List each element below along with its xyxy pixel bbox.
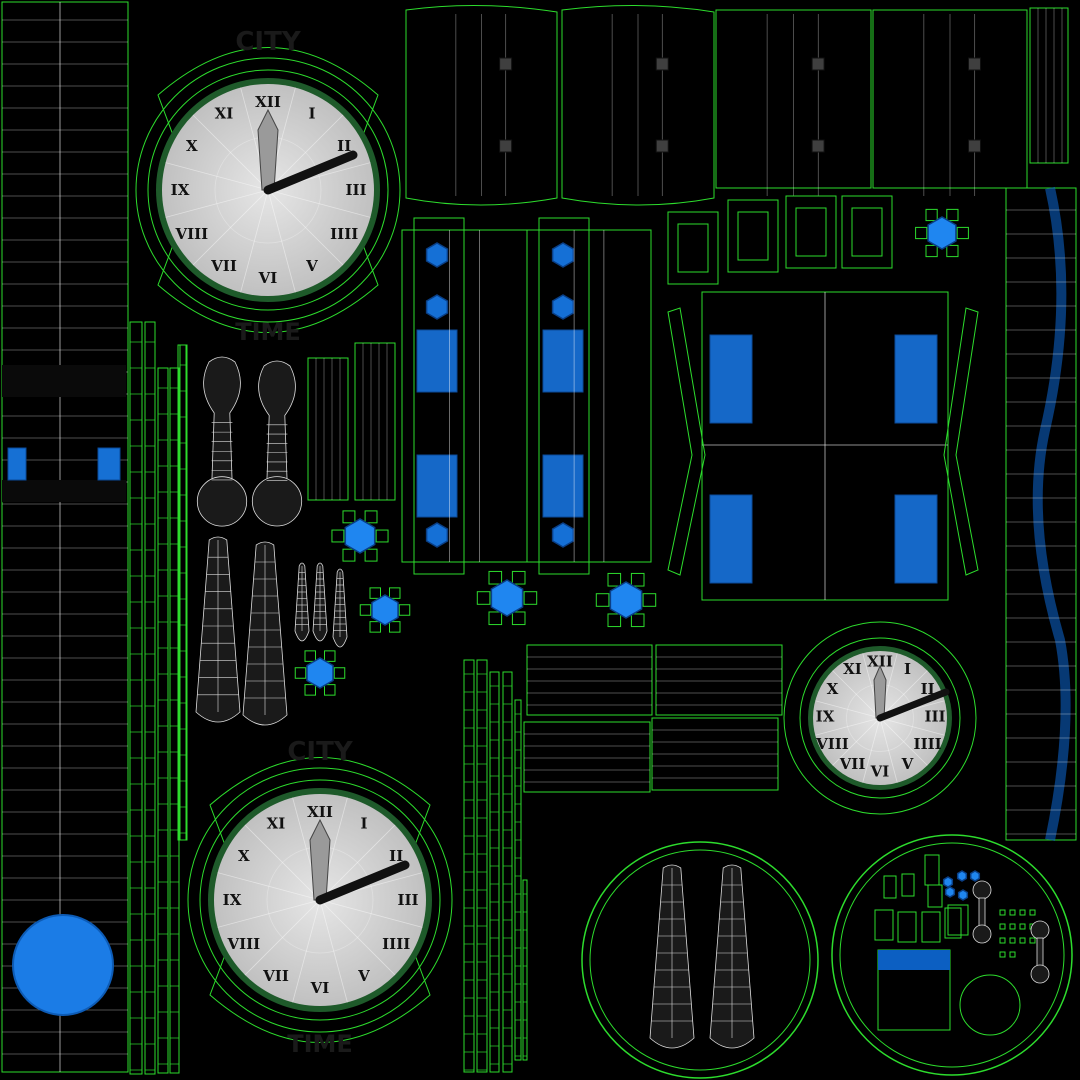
blue-panels-middle (401, 217, 652, 575)
uv-circle-hands (581, 841, 819, 1079)
clock-numeral: X (827, 680, 839, 698)
clock-numeral: III (397, 891, 418, 909)
clock-numeral: II (337, 137, 351, 155)
clock-numeral: IIII (914, 735, 942, 753)
clock-numeral: IX (223, 891, 242, 909)
dark-panels-top (405, 4, 1069, 206)
thin-uv-strips-left (129, 321, 188, 1075)
minute-hand (876, 688, 950, 722)
clock-numeral: XI (215, 105, 234, 123)
left-blue-strip (1, 1, 129, 1073)
clock-numeral: III (924, 708, 945, 726)
clock-numeral: I (360, 815, 367, 833)
clock-numeral: V (305, 257, 318, 275)
clock-bottom-sign-label: TIME (287, 1030, 353, 1058)
minute-hand (315, 860, 410, 905)
clock-numeral: V (357, 967, 370, 985)
clock-numeral: II (389, 847, 403, 865)
bolt-flowers (294, 208, 969, 696)
clock-numeral: IX (816, 708, 835, 726)
clock-numeral: XII (867, 653, 893, 671)
clock-numeral: XII (255, 93, 281, 111)
wireframe-hands (195, 356, 755, 1049)
dark-panels-lower (523, 644, 783, 793)
knob-disc (12, 914, 114, 1016)
clock-numeral: IIII (330, 225, 358, 243)
clock-numeral: VII (210, 257, 237, 275)
clock-numeral: I (904, 660, 911, 678)
clock-top-sign-label: CITY (287, 737, 353, 767)
clock-top-sign-label: CITY (235, 27, 301, 57)
clock-numeral: X (186, 137, 198, 155)
right-wavy-strip (1005, 186, 1077, 842)
clock-bottom-sign-label: TIME (235, 318, 301, 346)
uv-circle-misc (831, 834, 1073, 1076)
small-frames (667, 195, 893, 285)
clock-numeral: III (345, 181, 366, 199)
clock-numeral: VIII (815, 735, 849, 753)
clock-numeral: V (901, 755, 914, 773)
clock-numeral: XII (307, 803, 333, 821)
dark-strips-small (307, 342, 396, 501)
clock-numeral: II (921, 680, 935, 698)
thin-uv-strips-center (463, 659, 528, 1073)
clock-numeral: I (308, 105, 315, 123)
clock-numeral: VI (310, 979, 330, 997)
clock-numeral: X (238, 847, 250, 865)
clock-numeral: VIII (226, 935, 260, 953)
clock-numeral: VI (258, 269, 278, 287)
blue-plate-center (667, 291, 979, 601)
clock-numeral: XI (843, 660, 862, 678)
clock-numeral: VII (262, 967, 289, 985)
clock-numeral: XI (267, 815, 286, 833)
clock-numeral: VIII (174, 225, 208, 243)
minute-hand (263, 150, 358, 195)
clock-numeral: VI (870, 763, 890, 781)
clock-numeral: IIII (382, 935, 410, 953)
clock-numeral: VII (839, 755, 866, 773)
clock-numeral: IX (171, 181, 190, 199)
